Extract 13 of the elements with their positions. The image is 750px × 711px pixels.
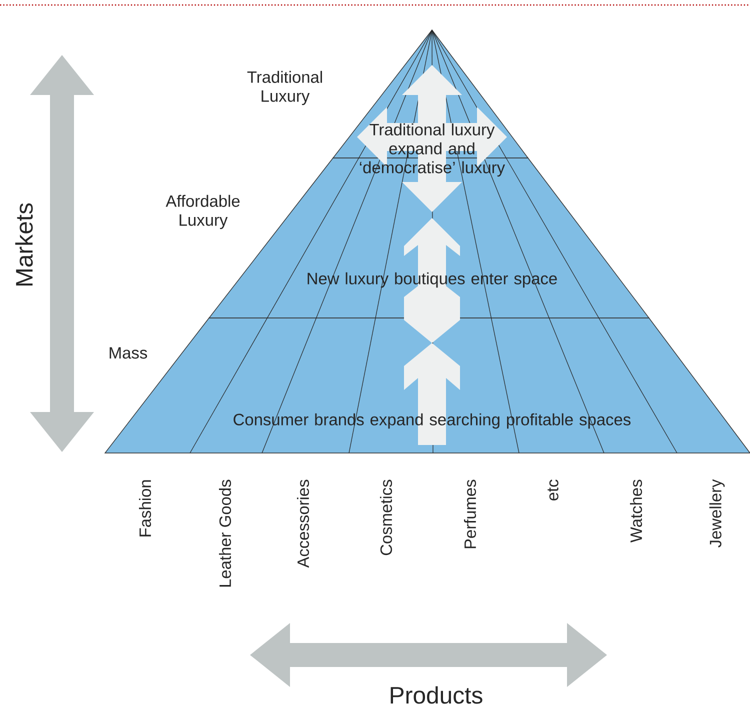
tier-name: Affordable Luxury [166, 194, 240, 230]
category-label: Perfumes [464, 480, 476, 548]
category-label: Accessories [296, 480, 310, 568]
axis-title: Markets [15, 203, 33, 286]
category-label: etc [548, 480, 558, 500]
category-label: Jewellery [709, 479, 725, 548]
axis-title: Products [390, 686, 482, 704]
category-label: Watches [630, 480, 642, 542]
tier-name: Mass [110, 347, 148, 359]
category-label: Cosmetics [380, 480, 392, 556]
category-label: Leather Goods [218, 480, 232, 587]
tier-name: Traditional Luxury [247, 70, 322, 106]
category-label: Fashion [138, 480, 152, 536]
